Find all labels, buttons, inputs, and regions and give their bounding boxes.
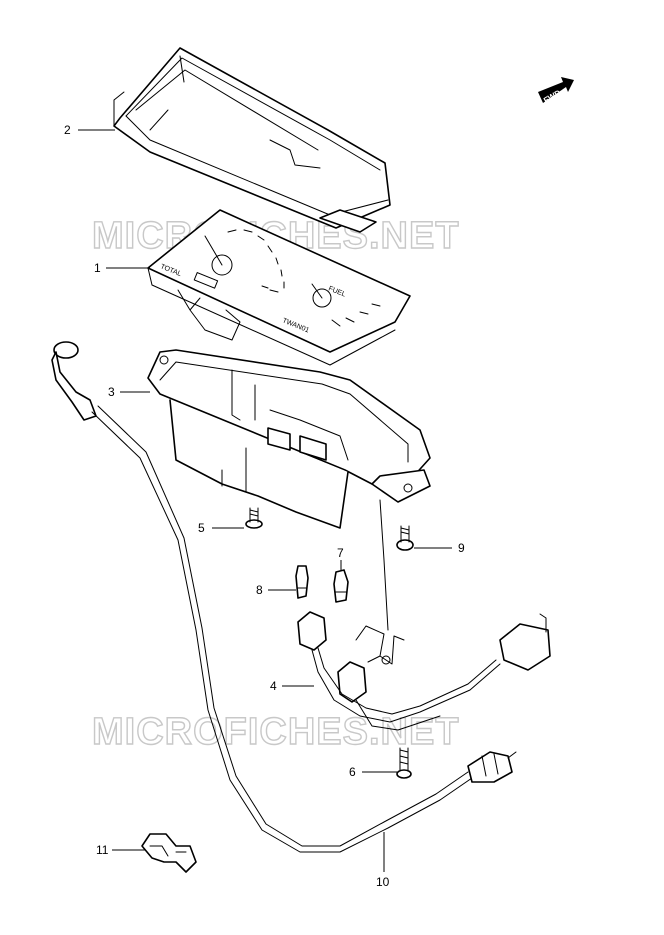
meter-cover-part: [113, 47, 391, 233]
watermark-bottom: MICROFICHES.NET: [92, 711, 460, 753]
callout-5: 5: [198, 521, 205, 535]
callout-6: 6: [349, 765, 356, 779]
clamp-part: [141, 833, 197, 873]
callout-10: 10: [376, 875, 390, 889]
forward-direction-arrow-icon: FWD: [538, 77, 574, 105]
callout-1: 1: [94, 261, 101, 275]
screw-9-part: [396, 525, 414, 551]
bulb-8-part: [295, 565, 309, 599]
screw-5-part: [245, 507, 263, 529]
screw-6-part: [396, 747, 412, 779]
bulb-7-part: [333, 569, 349, 603]
meter-case-part: [147, 349, 431, 529]
socket-harness-part: [297, 499, 551, 731]
callout-4: 4: [270, 679, 277, 693]
callout-3: 3: [108, 385, 115, 399]
callout-7: 7: [337, 546, 344, 560]
callout-8: 8: [256, 583, 263, 597]
callout-11: 11: [96, 843, 109, 857]
meter-assembly-part: TOTAL FUEL TWAN01: [147, 209, 411, 366]
callout-2: 2: [64, 123, 71, 137]
callout-9: 9: [458, 541, 465, 555]
speedometer-cable-part: [51, 341, 517, 853]
